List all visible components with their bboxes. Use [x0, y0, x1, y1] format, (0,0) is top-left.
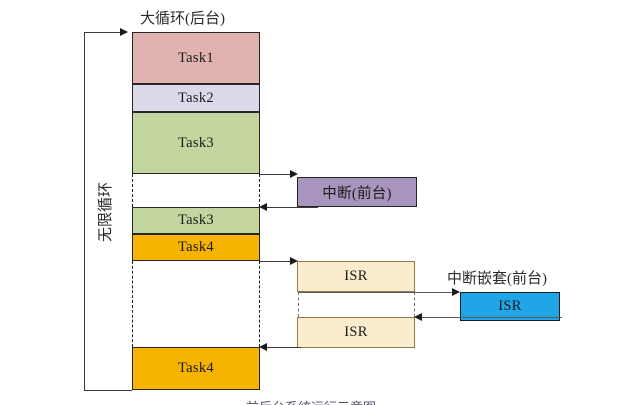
nested-interrupt-label: 中断嵌套(前台): [447, 271, 547, 287]
task-block-task4-first: Task4: [132, 234, 260, 261]
figure-caption-clipped: 前后台系统运行示意图: [246, 397, 436, 405]
isr-enter-arrowhead-icon: [290, 256, 298, 265]
isr-block-upper: ISR: [297, 261, 415, 292]
isr-block-lower: ISR: [297, 317, 415, 348]
interrupt-return-line: [261, 207, 318, 208]
nested-return-arrowhead-icon: [414, 312, 422, 321]
loop-top-segment: [84, 32, 124, 33]
loop-spine: [84, 32, 85, 390]
isr-column-right-dash: [414, 292, 415, 317]
loop-bottom-segment: [84, 390, 132, 391]
nested-return-line: [416, 317, 562, 318]
task-column-right-dash-upper: [259, 174, 260, 207]
isr-enter-line: [260, 261, 294, 262]
task-block-task3-second: Task3: [132, 207, 260, 234]
main-loop-title: 大循环(后台): [140, 11, 225, 27]
nested-enter-arrowhead-icon: [452, 287, 460, 296]
isr-column-left-dash: [298, 292, 299, 317]
task-block-task3-first: Task3: [132, 112, 260, 174]
infinite-loop-label: 无限循环: [98, 181, 114, 242]
interrupt-enter-line: [260, 174, 294, 175]
task-column-right-dash-lower: [259, 261, 260, 347]
isr-return-line: [261, 347, 301, 348]
task-block-task1: Task1: [132, 32, 260, 84]
nested-enter-line: [298, 292, 456, 293]
interrupt-block-foreground: 中断(前台): [297, 177, 417, 207]
task-column-left-dash-lower: [132, 261, 133, 347]
task-column-left-dash-upper: [132, 174, 133, 207]
nested-isr-block: ISR: [460, 292, 560, 321]
loop-arrowhead-icon: [120, 27, 128, 36]
isr-return-arrowhead-icon: [259, 342, 267, 351]
task-block-task4-bottom: Task4: [132, 347, 260, 390]
interrupt-enter-arrowhead-icon: [290, 169, 298, 178]
interrupt-return-arrowhead-icon: [259, 202, 267, 211]
task-block-task2: Task2: [132, 84, 260, 112]
